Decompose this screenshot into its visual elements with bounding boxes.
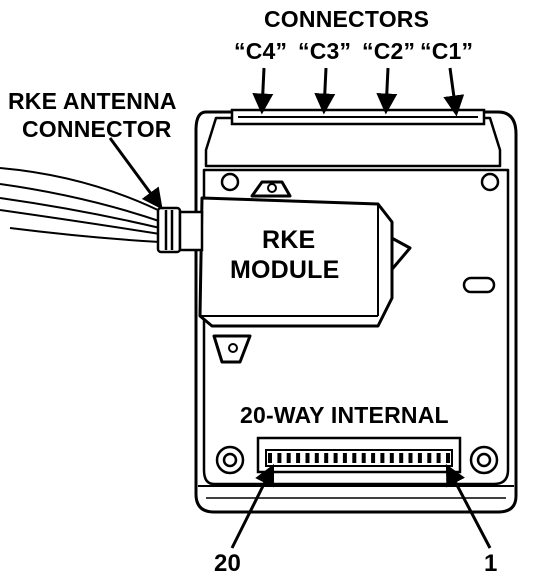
connector-pin [361,453,366,463]
antenna-wires [0,167,167,243]
connector-pin [427,453,432,463]
connector-pin [286,453,291,463]
callout-arrows [108,67,492,549]
label-c1: “C1” [420,38,474,64]
connector-pin [305,453,310,463]
connector-pin [277,453,282,463]
pin-1-label: 1 [484,550,498,577]
connectors-title: CONNECTORS [264,6,430,32]
label-c2: “C2” [362,38,416,64]
internal-connector-pins [268,453,450,463]
connector-pin [314,453,319,463]
connector-pin [333,453,338,463]
connector-pin [371,453,376,463]
arrow-c4 [252,67,274,115]
arrow-pin-1 [445,464,492,549]
connector-pin [399,453,404,463]
internal-connector-label: 20-WAY INTERNAL [240,402,449,428]
arrow-c1 [443,67,465,117]
rke-antenna-label-line2: CONNECTOR [22,116,172,142]
connector-pin [296,453,301,463]
internal-connector-20way [256,436,462,474]
arrow-c3 [314,67,336,115]
label-c3: “C3” [298,38,352,64]
connector-pin [436,453,441,463]
connector-pin [389,453,394,463]
rke-module-label-line2: MODULE [230,256,340,284]
connector-pin [417,453,422,463]
antenna-plug [156,206,204,254]
arrow-pin-20 [230,463,275,549]
connector-slot [230,108,486,126]
rke-module-label-line1: RKE [262,226,316,254]
pin-20-label: 20 [214,550,242,577]
connector-pin [446,453,450,463]
connector-pin [324,453,329,463]
label-c4: “C4” [234,38,288,64]
arrow-antenna [108,137,163,210]
connector-pin [408,453,413,463]
rke-antenna-label-line1: RKE ANTENNA [8,88,177,114]
connector-pin [352,453,357,463]
connector-pin [380,453,385,463]
connector-pin [342,453,347,463]
arrow-c2 [376,67,398,115]
rke-module-box [198,180,412,364]
mounting-holes [215,172,500,475]
connector-pin [268,453,272,463]
